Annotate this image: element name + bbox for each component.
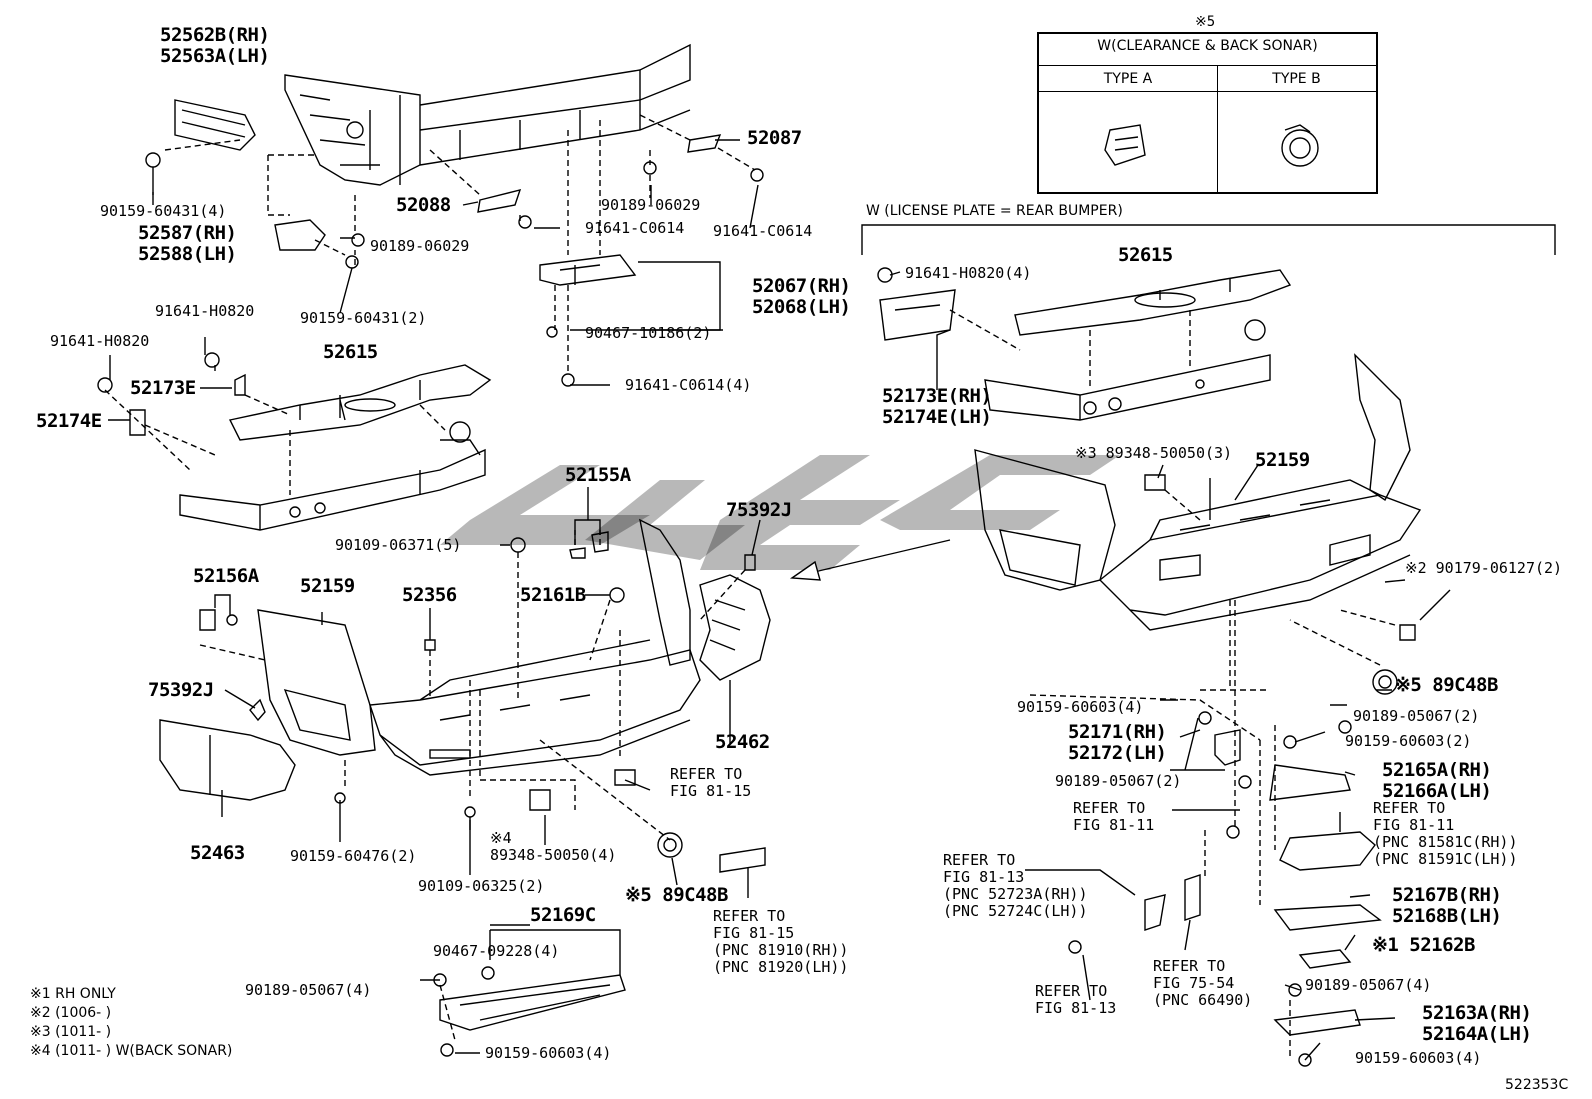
watermark-logo [440,455,1120,570]
part-52159-left: 52159 [300,575,355,597]
part-90109-06325: 90109-06325(2) [418,877,545,895]
ref-box-type-b: TYPE B [1272,71,1321,87]
part-90189-05067-4a: 90189-05067(4) [245,981,372,999]
step-pad-drawing [439,974,626,1031]
part-52174e: 52174E [36,410,102,432]
part-52162b: ※1 52162B [1372,934,1475,956]
part-91641-c0614-a: 91641-C0614 [585,219,685,237]
part-89c48b-right: ※5 89C48B [1395,674,1498,696]
part-52562b-52563a: 52562B(RH)52563A(LH) [160,24,270,67]
part-90159-60603-2: 90159-60603(2) [1345,732,1472,750]
part-90189-06029-b: 90189-06029 [601,196,701,214]
part-52165a-52166a: 52165A(RH)52166A(LH) [1382,759,1492,802]
part-52155a: 52155A [565,464,631,486]
part-90159-60603-4: 90159-60603(4) [1017,698,1144,716]
part-90159-60431-2: 90159-60431(2) [300,309,427,327]
part-75392j-a: 75392J [726,499,792,521]
left-bumper-cover-drawing [257,518,701,776]
part-90159-60603-4a: 90159-60603(4) [485,1044,612,1062]
part-90189-05067-2b: 90189-05067(2) [1055,772,1182,790]
part-91641-c0614-b: 91641-C0614 [713,222,813,240]
footnote-legend: ※1 RH ONLY※2 (1006- ) ※3 (1011- )※4 (101… [30,986,233,1059]
part-89348-50050-3: ※3 89348-50050(3) [1075,444,1233,462]
part-52615-left: 52615 [323,341,378,363]
part-52067-52068: 52067(RH)52068(LH) [752,275,851,318]
w-license-label: W (LICENSE PLATE = REAR BUMPER) [866,203,1123,219]
part-52163a-52164a: 52163A(RH)52164A(LH) [1422,1002,1532,1045]
part-52167b-52168b: 52167B(RH)52168B(LH) [1392,884,1502,927]
right-reinforcement-drawing [877,267,1292,421]
part-90159-60603-4b: 90159-60603(4) [1355,1049,1482,1067]
part-52161b: 52161B [520,584,586,606]
part-52173e-52174e-right: 52173E(RH)52174E(LH) [882,385,992,428]
part-52587-52588: 52587(RH)52588(LH) [138,222,237,265]
part-91641-h0820-4: 91641-H0820(4) [905,264,1032,282]
part-90159-60476: 90159-60476(2) [290,847,417,865]
part-52463: 52463 [190,842,245,864]
part-90189-05067-4: 90189-05067(4) [1305,976,1432,994]
end-cap-drawing [159,719,296,801]
part-91641-h0820-b: 91641-H0820 [50,332,150,350]
part-75392j-b: 75392J [148,679,214,701]
part-90179-06127: ※2 90179-06127(2) [1405,559,1563,577]
ref-box: W(CLEARANCE & BACK SONAR) TYPE A TYPE B [1037,32,1378,194]
part-52088: 52088 [396,194,451,216]
part-52615-right: 52615 [1118,244,1173,266]
side-piece-drawing [699,574,771,681]
part-91641-c0614-4: 91641-C0614(4) [625,376,752,394]
part-52156a: 52156A [193,565,259,587]
part-90467-09228: 90467-09228(4) [433,942,560,960]
part-90189-06029-a: 90189-06029 [370,237,470,255]
part-52159-right: 52159 [1255,449,1310,471]
part-90159-60431-4: 90159-60431(4) [100,202,227,220]
part-91641-h0820-a: 91641-H0820 [155,302,255,320]
front-reinforcement-drawing [284,43,691,186]
part-52169c: 52169C [530,904,596,926]
type-b-sensor-icon [1281,124,1319,167]
part-52173e: 52173E [130,377,196,399]
part-90189-05067-2a: 90189-05067(2) [1353,707,1480,725]
part-52462: 52462 [715,731,770,753]
part-52171-52172: 52171(RH)52172(LH) [1068,721,1167,764]
type-a-sensor-icon [1104,124,1146,166]
part-52356: 52356 [402,584,457,606]
part-90467-10186: 90467-10186(2) [585,324,712,342]
fog-light-cover-drawing [174,99,256,151]
ref-box-mark: ※5 [1195,14,1216,30]
diagram-id: 522353C [1505,1077,1569,1093]
part-89c48b-left: ※5 89C48B [625,884,728,906]
ref-box-title: W(CLEARANCE & BACK SONAR) [1097,38,1318,54]
part-52087: 52087 [747,127,802,149]
right-bumper-cover-drawing [974,353,1422,631]
part-90109-06371: 90109-06371(5) [335,536,462,554]
ref-box-type-a: TYPE A [1103,71,1153,87]
